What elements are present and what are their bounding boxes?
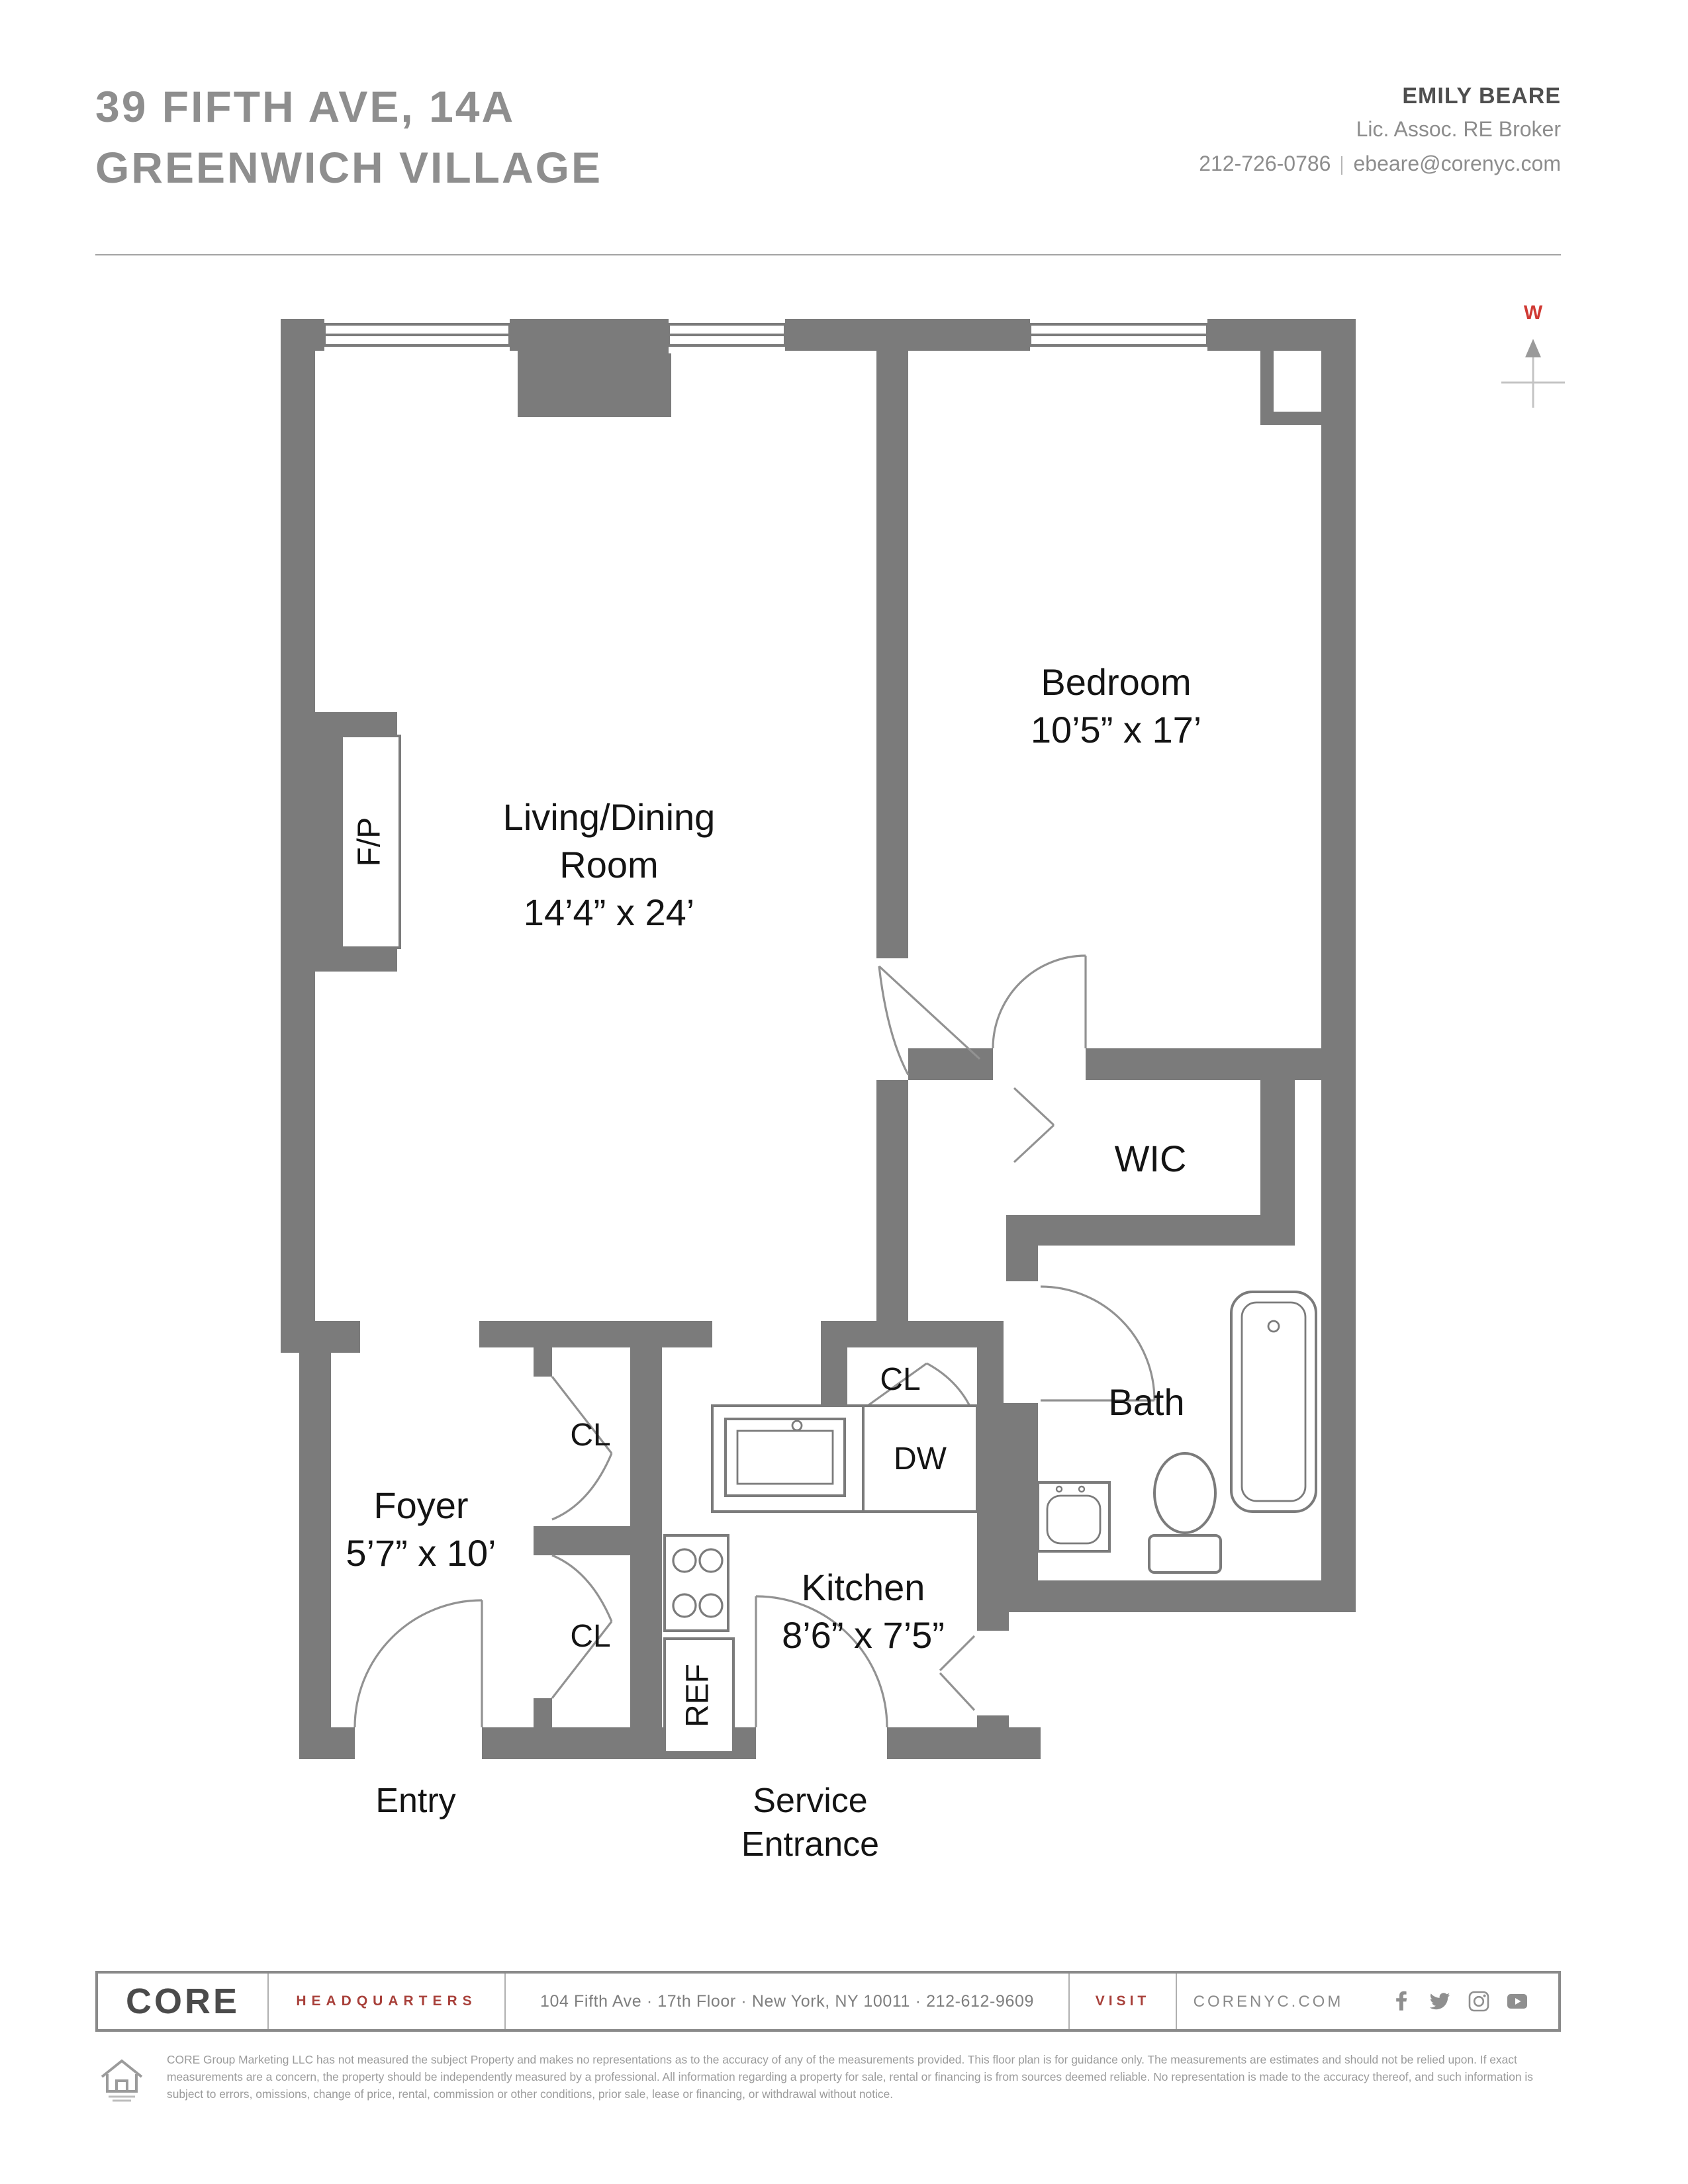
stove <box>663 1534 729 1632</box>
service-entrance-door <box>755 1595 888 1728</box>
living-room-label: Living/Dining Room 14’4” x 24’ <box>503 794 716 936</box>
building-address: 39 FIFTH AVE, 14A GREENWICH VILLAGE <box>95 77 602 199</box>
entry-label: Entry <box>375 1780 456 1820</box>
foyer-dims: 5’7” x 10’ <box>346 1532 496 1574</box>
agent-title: Lic. Assoc. RE Broker <box>1356 119 1561 142</box>
bedroom-label: Bedroom 10’5” x 17’ <box>1031 659 1201 754</box>
windows <box>323 323 1209 347</box>
disclaimer-text: CORE Group Marketing LLC has not measure… <box>167 2053 1533 2101</box>
bathtub <box>1230 1291 1317 1513</box>
kitchen-dims: 8’6” x 7’5” <box>782 1614 945 1656</box>
service-entrance-label: Service Entrance <box>741 1780 880 1864</box>
house-logo-icon <box>95 2052 148 2111</box>
bedroom-dims: 10’5” x 17’ <box>1030 709 1202 751</box>
office-address: 104 Fifth Ave · 17th Floor · New York, N… <box>540 1992 1034 2011</box>
twitter-icon[interactable] <box>1429 1991 1451 2012</box>
agent-contact: 212-726-0786 ebeare@corenyc.com <box>1199 154 1561 176</box>
window-living-2 <box>667 323 786 347</box>
living-room-dims: 14’4” x 24’ <box>523 891 695 933</box>
core-logo: CORE <box>98 1974 269 2029</box>
compass-rose <box>1501 339 1565 408</box>
entry-door <box>353 1599 483 1728</box>
window-living-1 <box>323 323 511 347</box>
agent-phone: 212-726-0786 <box>1199 154 1331 176</box>
instagram-icon[interactable] <box>1468 1991 1489 2012</box>
agent-info: EMILY BEARE Lic. Assoc. RE Broker 212-72… <box>1199 85 1561 176</box>
agent-name: EMILY BEARE <box>1402 83 1561 109</box>
doors <box>353 954 1156 1728</box>
wic-label: WIC <box>1114 1138 1187 1179</box>
kitchen-label: Kitchen 8’6” x 7’5” <box>782 1565 945 1659</box>
hall-door <box>878 965 981 1075</box>
hall-closet-label: CL <box>880 1362 921 1398</box>
address-line1: 39 FIFTH AVE, 14A <box>95 82 516 131</box>
wic-door <box>1013 1087 1055 1163</box>
social-icons <box>1360 1974 1558 2029</box>
service-side-door <box>939 1635 976 1711</box>
foyer-label: Foyer 5’7” x 10’ <box>346 1482 496 1577</box>
foyer-closet-door-top <box>551 1376 613 1521</box>
kitchen-sink <box>724 1418 846 1497</box>
header-divider <box>95 254 1561 255</box>
disclaimer: CORE Group Marketing LLC has not measure… <box>95 2052 1561 2111</box>
agent-email[interactable]: ebeare@corenyc.com <box>1353 154 1561 176</box>
foyer-closet-door-bottom <box>551 1554 613 1699</box>
foyer-closet-bottom-label: CL <box>570 1619 611 1655</box>
website-link[interactable]: CORENYC.COM <box>1193 1992 1344 2011</box>
fireplace <box>340 735 401 949</box>
bath-door <box>1040 1285 1156 1402</box>
refrigerator-label: REF <box>680 1664 716 1727</box>
bath-sink <box>1037 1481 1111 1553</box>
foyer-closet-top-label: CL <box>570 1418 611 1453</box>
headquarters-label: HEADQUARTERS <box>269 1974 506 2029</box>
fireplace-label: F/P <box>352 817 388 867</box>
address-line2: GREENWICH VILLAGE <box>95 143 603 193</box>
bath-label: Bath <box>1108 1382 1185 1423</box>
facebook-icon[interactable] <box>1390 1991 1411 2012</box>
contact-separator <box>1341 156 1343 175</box>
toilet <box>1148 1452 1222 1574</box>
window-bedroom <box>1029 323 1209 347</box>
refrigerator <box>663 1637 735 1754</box>
fixtures <box>663 1291 1317 1754</box>
youtube-icon[interactable] <box>1507 1991 1528 2012</box>
bedroom-door <box>992 954 1087 1049</box>
dishwasher-label: DW <box>894 1441 947 1477</box>
compass-direction-label: W <box>1523 302 1543 324</box>
visit-label: VISIT <box>1068 1974 1177 2029</box>
footer-bar: CORE HEADQUARTERS 104 Fifth Ave · 17th F… <box>95 1971 1561 2032</box>
